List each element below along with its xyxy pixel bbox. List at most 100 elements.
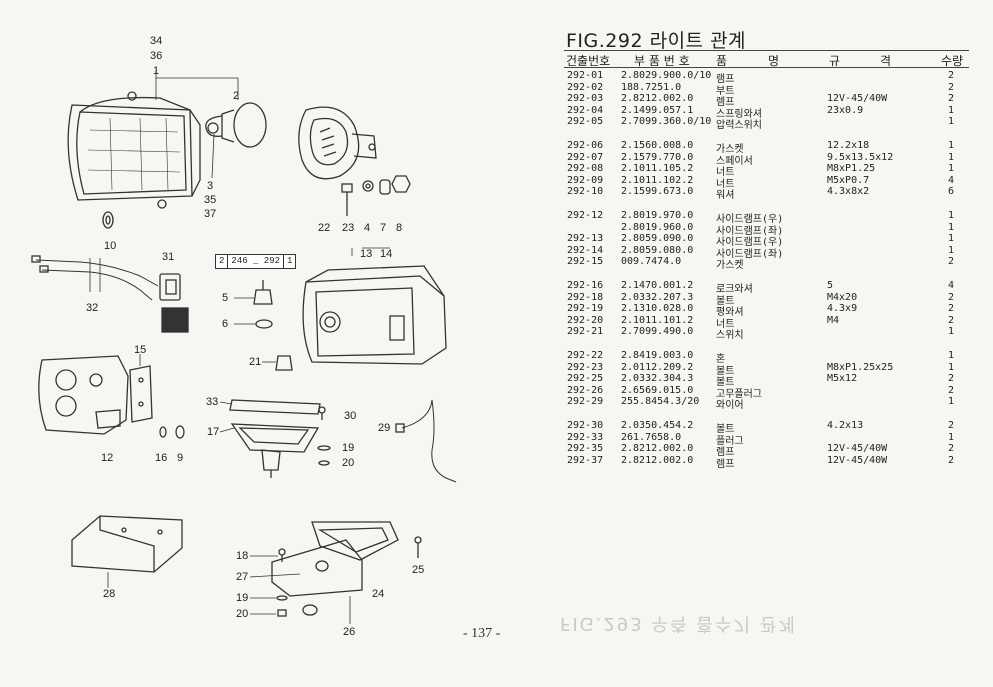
part-qty: 2 xyxy=(948,420,955,431)
part-number: 009.7474.0 xyxy=(621,256,682,268)
part-name: 플러그 xyxy=(716,435,744,447)
part-number: 2.8419.003.0 xyxy=(621,350,694,361)
part-name: 혼 xyxy=(716,354,726,365)
part-qty: 2 xyxy=(948,314,955,326)
callout-19b: 19 xyxy=(236,592,249,604)
callout-2: 2 xyxy=(233,90,240,102)
build-number: 292-06 xyxy=(567,140,604,151)
part-name: 와이어 xyxy=(716,400,744,412)
part-name: 너트 xyxy=(716,178,735,190)
part-qty: 2 xyxy=(948,384,955,396)
part-spec: 4.3x9 xyxy=(827,303,858,315)
part-qty: 2 xyxy=(948,81,955,93)
part-number: 2.8212.002.0 xyxy=(621,443,694,455)
build-number: 292-02 xyxy=(567,81,604,93)
table-row: 292-15 009.7474.0 가스켓 2 xyxy=(562,256,974,272)
build-number: 292-18 xyxy=(567,291,604,303)
part-spec: 4.3x8x2 xyxy=(827,186,870,198)
callout-37: 37 xyxy=(204,208,217,220)
callout-12: 12 xyxy=(101,452,114,464)
part-qty: 2 xyxy=(948,256,955,268)
build-number: 292-15 xyxy=(567,256,604,268)
header-spec-a: 규 xyxy=(829,54,841,68)
part-number: 2.0332.304.3 xyxy=(621,373,694,385)
callout-33: 33 xyxy=(206,396,219,408)
part-spec: 12V-45/40W xyxy=(827,93,888,105)
part-name: 렘프 xyxy=(716,97,735,109)
build-number: 292-30 xyxy=(567,420,604,431)
build-number: 292-26 xyxy=(567,384,604,396)
callout-32: 32 xyxy=(86,302,99,314)
callout-6: 6 xyxy=(222,318,229,330)
part-number: 2.7099.360.0/10 xyxy=(621,116,712,128)
part-spec: 12V-45/40W xyxy=(827,454,888,466)
part-qty: 2 xyxy=(948,373,955,385)
part-qty: 1 xyxy=(948,361,955,373)
part-number: 2.8019.960.0 xyxy=(621,221,694,233)
part-number: 255.8454.3/20 xyxy=(621,396,700,408)
build-number: 292-07 xyxy=(567,151,604,163)
part-qty: 1 xyxy=(948,116,955,128)
part-spec: 5 xyxy=(827,280,834,291)
part-qty: 1 xyxy=(948,326,955,338)
callout-18: 18 xyxy=(236,550,249,562)
callout-28: 28 xyxy=(103,588,116,600)
part-spec: 12.2x18 xyxy=(827,140,870,151)
part-name: 사이드램프(좌) xyxy=(716,248,784,260)
build-number: 292-04 xyxy=(567,104,604,116)
part-number: 2.8029.900.0/10 xyxy=(621,70,712,81)
build-number: 292-25 xyxy=(567,373,604,385)
part-name: 사이드램프(우) xyxy=(716,214,784,225)
part-number: 2.8019.970.0 xyxy=(621,210,694,221)
part-number: 2.1560.008.0 xyxy=(621,140,694,151)
part-qty: 1 xyxy=(948,350,955,361)
part-name: 압력스위치 xyxy=(716,120,762,132)
build-number: 292-29 xyxy=(567,396,604,408)
part-name: 렘프 xyxy=(716,447,735,459)
part-qty: 1 xyxy=(948,431,955,443)
part-spec: 4.2x13 xyxy=(827,420,864,431)
callout-7: 7 xyxy=(380,222,387,234)
part-name: 가스켓 xyxy=(716,260,744,272)
ref-box-cell: 246 _ 292 xyxy=(228,255,285,268)
part-qty: 4 xyxy=(948,280,955,291)
callout-15: 15 xyxy=(134,344,147,356)
callout-1: 1 xyxy=(153,65,160,77)
callout-19: 19 xyxy=(342,442,355,454)
part-name: 볼트 xyxy=(716,424,735,435)
callout-36: 36 xyxy=(150,50,163,62)
part-name: 렘프 xyxy=(716,458,735,470)
part-qty: 1 xyxy=(948,396,955,408)
part-qty: 2 xyxy=(948,70,955,81)
part-number: 188.7251.0 xyxy=(621,81,682,93)
build-number: 292-01 xyxy=(567,70,604,81)
horn-body xyxy=(298,106,360,180)
part-name: 램프 xyxy=(716,74,735,85)
build-number: 292-37 xyxy=(567,454,604,466)
build-number: 292-22 xyxy=(567,350,604,361)
callout-10: 10 xyxy=(104,240,117,252)
callout-34: 34 xyxy=(150,35,163,47)
part-qty: 1 xyxy=(948,104,955,116)
build-number: 292-21 xyxy=(567,326,604,338)
show-through-text: FIG.293 우측 흡수기 관계 xyxy=(560,613,797,634)
callout-13: 13 xyxy=(360,248,373,260)
part-spec: 12V-45/40W xyxy=(827,443,888,455)
callout-20b: 20 xyxy=(236,608,249,620)
page-number: - 137 - xyxy=(463,626,501,641)
callout-8: 8 xyxy=(396,222,403,234)
build-number: 292-19 xyxy=(567,303,604,315)
side-lamp-housing xyxy=(302,275,447,365)
part-name: 워셔 xyxy=(716,190,735,202)
